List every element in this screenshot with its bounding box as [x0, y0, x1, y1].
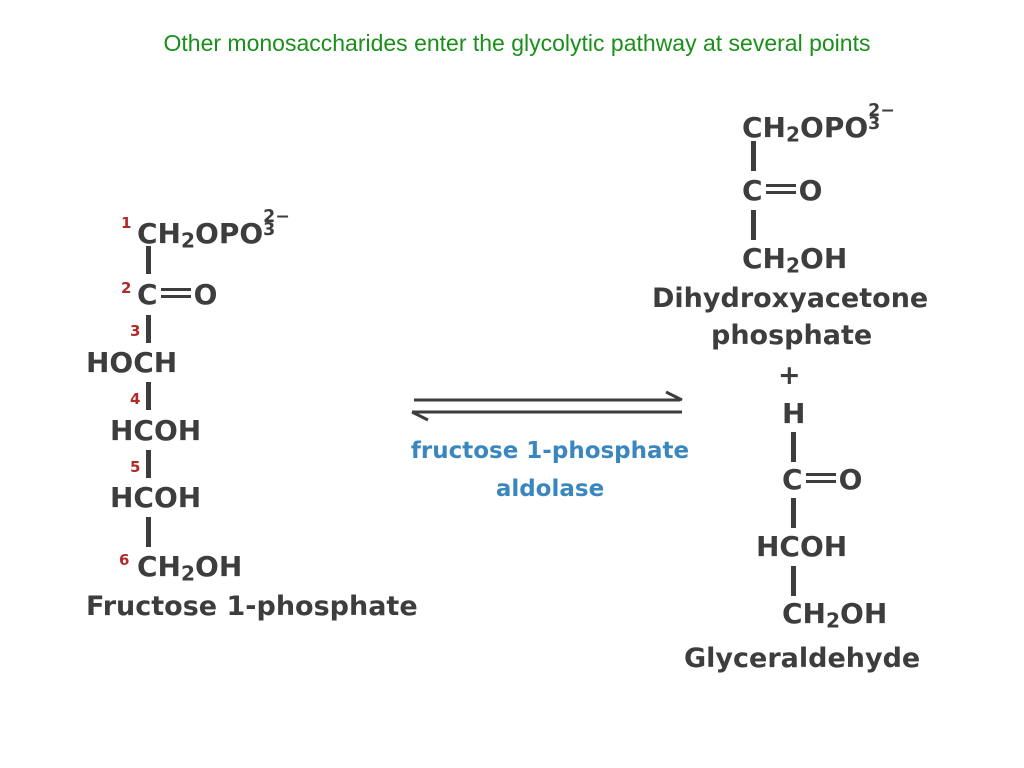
- dhap-bond-2: [751, 210, 756, 240]
- bond-1-2: [146, 246, 151, 274]
- fructose-1-phosphate-label: Fructose 1-phosphate: [86, 591, 418, 622]
- dhap-bond-1: [751, 141, 756, 171]
- double-bond: [160, 287, 191, 298]
- carbon-number-6: 6: [119, 551, 130, 569]
- double-bond: [805, 472, 836, 483]
- bond-3-4: [146, 382, 151, 410]
- bond-5-6: [146, 517, 151, 547]
- dhap-label-line1: Dihydroxyacetone: [652, 283, 929, 314]
- enzyme-name-line1: fructose 1-phosphate: [410, 438, 690, 464]
- carbon-number-3: 3: [130, 322, 141, 340]
- enzyme-label: fructose 1-phosphate aldolase: [400, 432, 700, 508]
- dhap-label-line2: phosphate: [711, 320, 873, 351]
- glyceraldehyde-hcoh: HCOH: [756, 530, 848, 563]
- glyceraldehyde-label: Glyceraldehyde: [684, 643, 921, 674]
- bond-2-3: [146, 315, 151, 343]
- f1p-c6-group: CH2OH: [137, 550, 243, 586]
- ga-bond-1: [791, 432, 796, 462]
- enzyme-name-line2: aldolase: [495, 476, 605, 502]
- carbon-number-1: 1: [121, 214, 132, 232]
- double-bond: [765, 183, 796, 194]
- ga-bond-3: [791, 566, 796, 596]
- f1p-c4-group: HCOH: [110, 414, 202, 447]
- f1p-c5-group: HCOH: [110, 481, 202, 514]
- f1p-c3-group: HOCH: [86, 346, 178, 379]
- reverse-arrow-head: [411, 410, 429, 422]
- ga-bond-2: [791, 498, 796, 528]
- glyceraldehyde-h: H: [782, 397, 806, 430]
- carbon-number-4: 4: [130, 390, 141, 408]
- glyceraldehyde-bottom-group: CH2OH: [782, 597, 888, 633]
- bond-4-5: [146, 450, 151, 478]
- plus-sign: +: [778, 360, 801, 391]
- slide-title: Other monosaccharides enter the glycolyt…: [163, 30, 871, 56]
- carbon-number-5: 5: [130, 458, 141, 476]
- dhap-bottom-group: CH2OH: [742, 242, 848, 278]
- forward-arrow-head: [665, 390, 683, 402]
- carbon-number-2: 2: [121, 279, 132, 297]
